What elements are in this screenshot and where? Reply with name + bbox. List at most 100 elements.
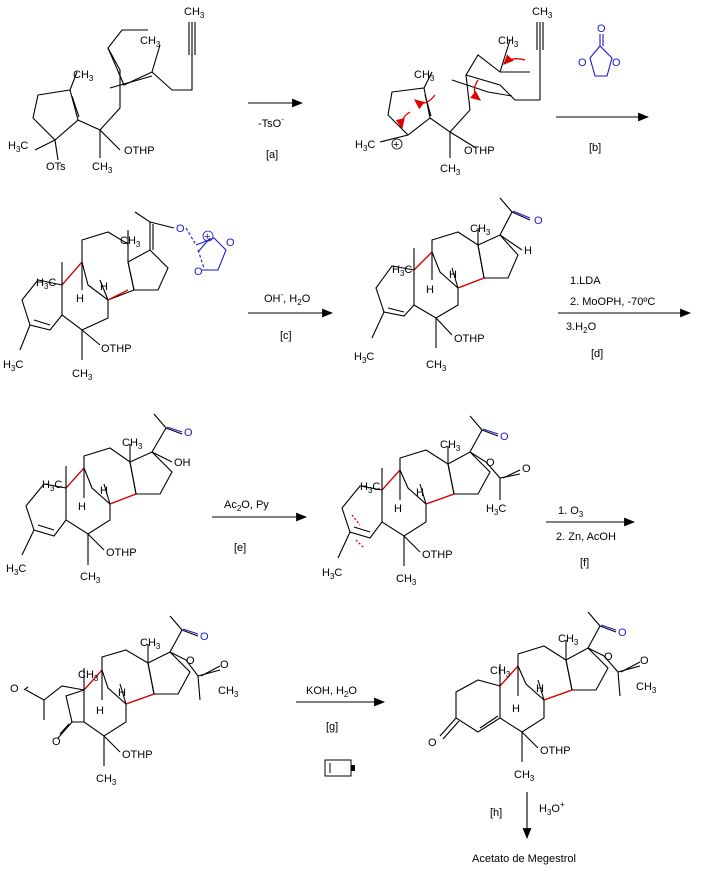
label-othp-c8: OTHP — [540, 745, 571, 757]
tag-e: [e] — [234, 542, 246, 554]
label-h-c8a: H — [512, 703, 520, 715]
label-oh-c5: OH — [174, 457, 191, 469]
label-h3c-c6ac: H3C — [486, 503, 506, 517]
label-ch3-c3a: CH3 — [120, 235, 141, 249]
label-ch3-c2b: CH3 — [440, 163, 461, 177]
label-ch3-c7c: CH3 — [96, 773, 117, 787]
carbonate-fragment — [195, 237, 227, 271]
label-h-c7b: H — [118, 687, 126, 699]
label-ch3-c4a: CH3 — [470, 223, 491, 237]
label-h-c7a: H — [96, 705, 104, 717]
reagent-a: -TsO- — [258, 115, 284, 130]
label-h-c3b: H — [100, 281, 108, 293]
reagent-c: OH-, H2O — [264, 290, 311, 307]
label-ch3-c8a: CH3 — [558, 633, 579, 647]
label-h3c-c4: H3C — [392, 264, 412, 278]
label-ch3-c7b: CH3 — [78, 669, 99, 683]
label-o-c7a: O — [10, 683, 19, 695]
compound-1 — [32, 22, 196, 161]
label-h3c-c3b: H3C — [3, 359, 23, 373]
label-o-c8a: O — [428, 737, 437, 749]
label-ch3-c1d: CH3 — [184, 6, 205, 20]
reagent-d-1: 1.LDA — [570, 275, 601, 287]
tag-a: [a] — [266, 149, 278, 161]
label-h3c-c6: H3C — [360, 481, 380, 495]
heat-icon — [324, 759, 355, 777]
label-othp-c3: OTHP — [101, 343, 132, 355]
label-h3c-c4b: H3C — [354, 351, 374, 365]
reagent-e: Ac2O, Py — [224, 499, 269, 513]
label-othp-c1: OTHP — [124, 145, 155, 157]
label-plus-c3: + — [204, 231, 210, 243]
product-name: Acetato de Megestrol — [472, 853, 576, 865]
label-ch3-c6b: CH3 — [396, 573, 417, 587]
label-o-c5: O — [184, 427, 193, 439]
label-o-carbonyl: O — [597, 23, 606, 35]
compound-3 — [19, 211, 175, 360]
label-ch3-c1b: CH3 — [92, 161, 113, 175]
label-h-c4b: H — [449, 269, 457, 281]
label-ch3-c1a: CH3 — [73, 69, 94, 83]
label-h-c6b: H — [416, 487, 424, 499]
compound-5 — [21, 413, 183, 565]
label-ch3-c1c: CH3 — [140, 35, 161, 49]
label-othp-c2: OTHP — [464, 145, 495, 157]
label-h3c-c3: H3C — [36, 277, 56, 291]
label-o-c7c: O — [200, 631, 209, 643]
label-ch3-c2d: CH3 — [532, 6, 553, 20]
tag-d: [d] — [591, 348, 603, 360]
label-o-c4: O — [534, 215, 543, 227]
label-ch3-c2a: CH3 — [414, 69, 435, 83]
ethylene-carbonate — [589, 34, 613, 77]
label-ch3-c5b: CH3 — [80, 571, 101, 585]
label-h-c6a: H — [394, 503, 402, 515]
label-othp-c5: OTHP — [106, 547, 137, 559]
label-ch3-c8ac: CH3 — [636, 681, 657, 695]
label-h-c8b: H — [536, 683, 544, 695]
label-o-c8d: O — [640, 655, 649, 667]
label-ch3-c4b: CH3 — [426, 359, 447, 373]
label-h3c-c5b: H3C — [6, 563, 26, 577]
label-othp-c6: OTHP — [422, 549, 453, 561]
label-o-c7b: O — [52, 736, 61, 748]
label-o-c3a: O — [176, 223, 185, 235]
reagent-d-2: 2. MoOPH, -70ºC — [570, 296, 655, 308]
label-h3c-c2: H3C — [355, 139, 375, 153]
reagent-h: H3O+ — [539, 800, 565, 817]
label-o-c8c: O — [604, 651, 613, 663]
tag-c: [c] — [280, 330, 292, 342]
label-plus-c2: + — [393, 139, 399, 151]
compound-4 — [371, 197, 531, 348]
label-h-c5a: H — [78, 501, 86, 513]
label-othp-c7: OTHP — [122, 749, 153, 761]
label-ch3-c5a: CH3 — [122, 437, 143, 451]
tag-g: [g] — [326, 721, 338, 733]
label-o-c3c: O — [194, 266, 203, 278]
compound-6 — [337, 415, 521, 566]
label-o-c6c: O — [522, 463, 531, 475]
label-ch3-c2c: CH3 — [498, 35, 519, 49]
compound-7 — [23, 615, 221, 766]
label-h-c3a: H — [76, 293, 84, 305]
label-ch3-c7a: CH3 — [140, 637, 161, 651]
label-h-c4a: H — [426, 284, 434, 296]
label-othp-c4: OTHP — [454, 333, 485, 345]
reagent-g: KOH, H2O — [306, 685, 357, 699]
label-ch3-c3b: CH3 — [72, 368, 93, 382]
label-o-c8b: O — [618, 627, 627, 639]
label-ch3-c6a: CH3 — [440, 439, 461, 453]
label-ch3-c8c: CH3 — [514, 769, 535, 783]
label-o-c7d: O — [186, 655, 195, 667]
label-ch3-c8b: CH3 — [490, 665, 511, 679]
label-h-c4: H — [524, 245, 532, 257]
label-o-c6a: O — [500, 431, 509, 443]
reagent-d-3: 3.H2O — [566, 321, 597, 335]
label-h3c-c6b: H3C — [322, 567, 342, 581]
label-o-c6b: O — [486, 457, 495, 469]
reagent-f-1: 1. O3 — [558, 505, 584, 519]
tag-f: [f] — [580, 557, 589, 569]
label-o-ring-left: O — [578, 57, 587, 69]
compound-8 — [439, 611, 641, 762]
label-ots-c1: OTs — [46, 161, 66, 173]
